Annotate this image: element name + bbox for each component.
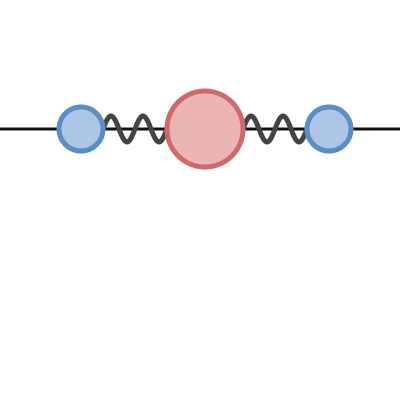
- spring-right: [240, 113, 310, 145]
- mass-right: [304, 104, 354, 154]
- mass-left: [56, 104, 106, 154]
- mass-center: [164, 88, 246, 170]
- spring-left: [100, 113, 170, 145]
